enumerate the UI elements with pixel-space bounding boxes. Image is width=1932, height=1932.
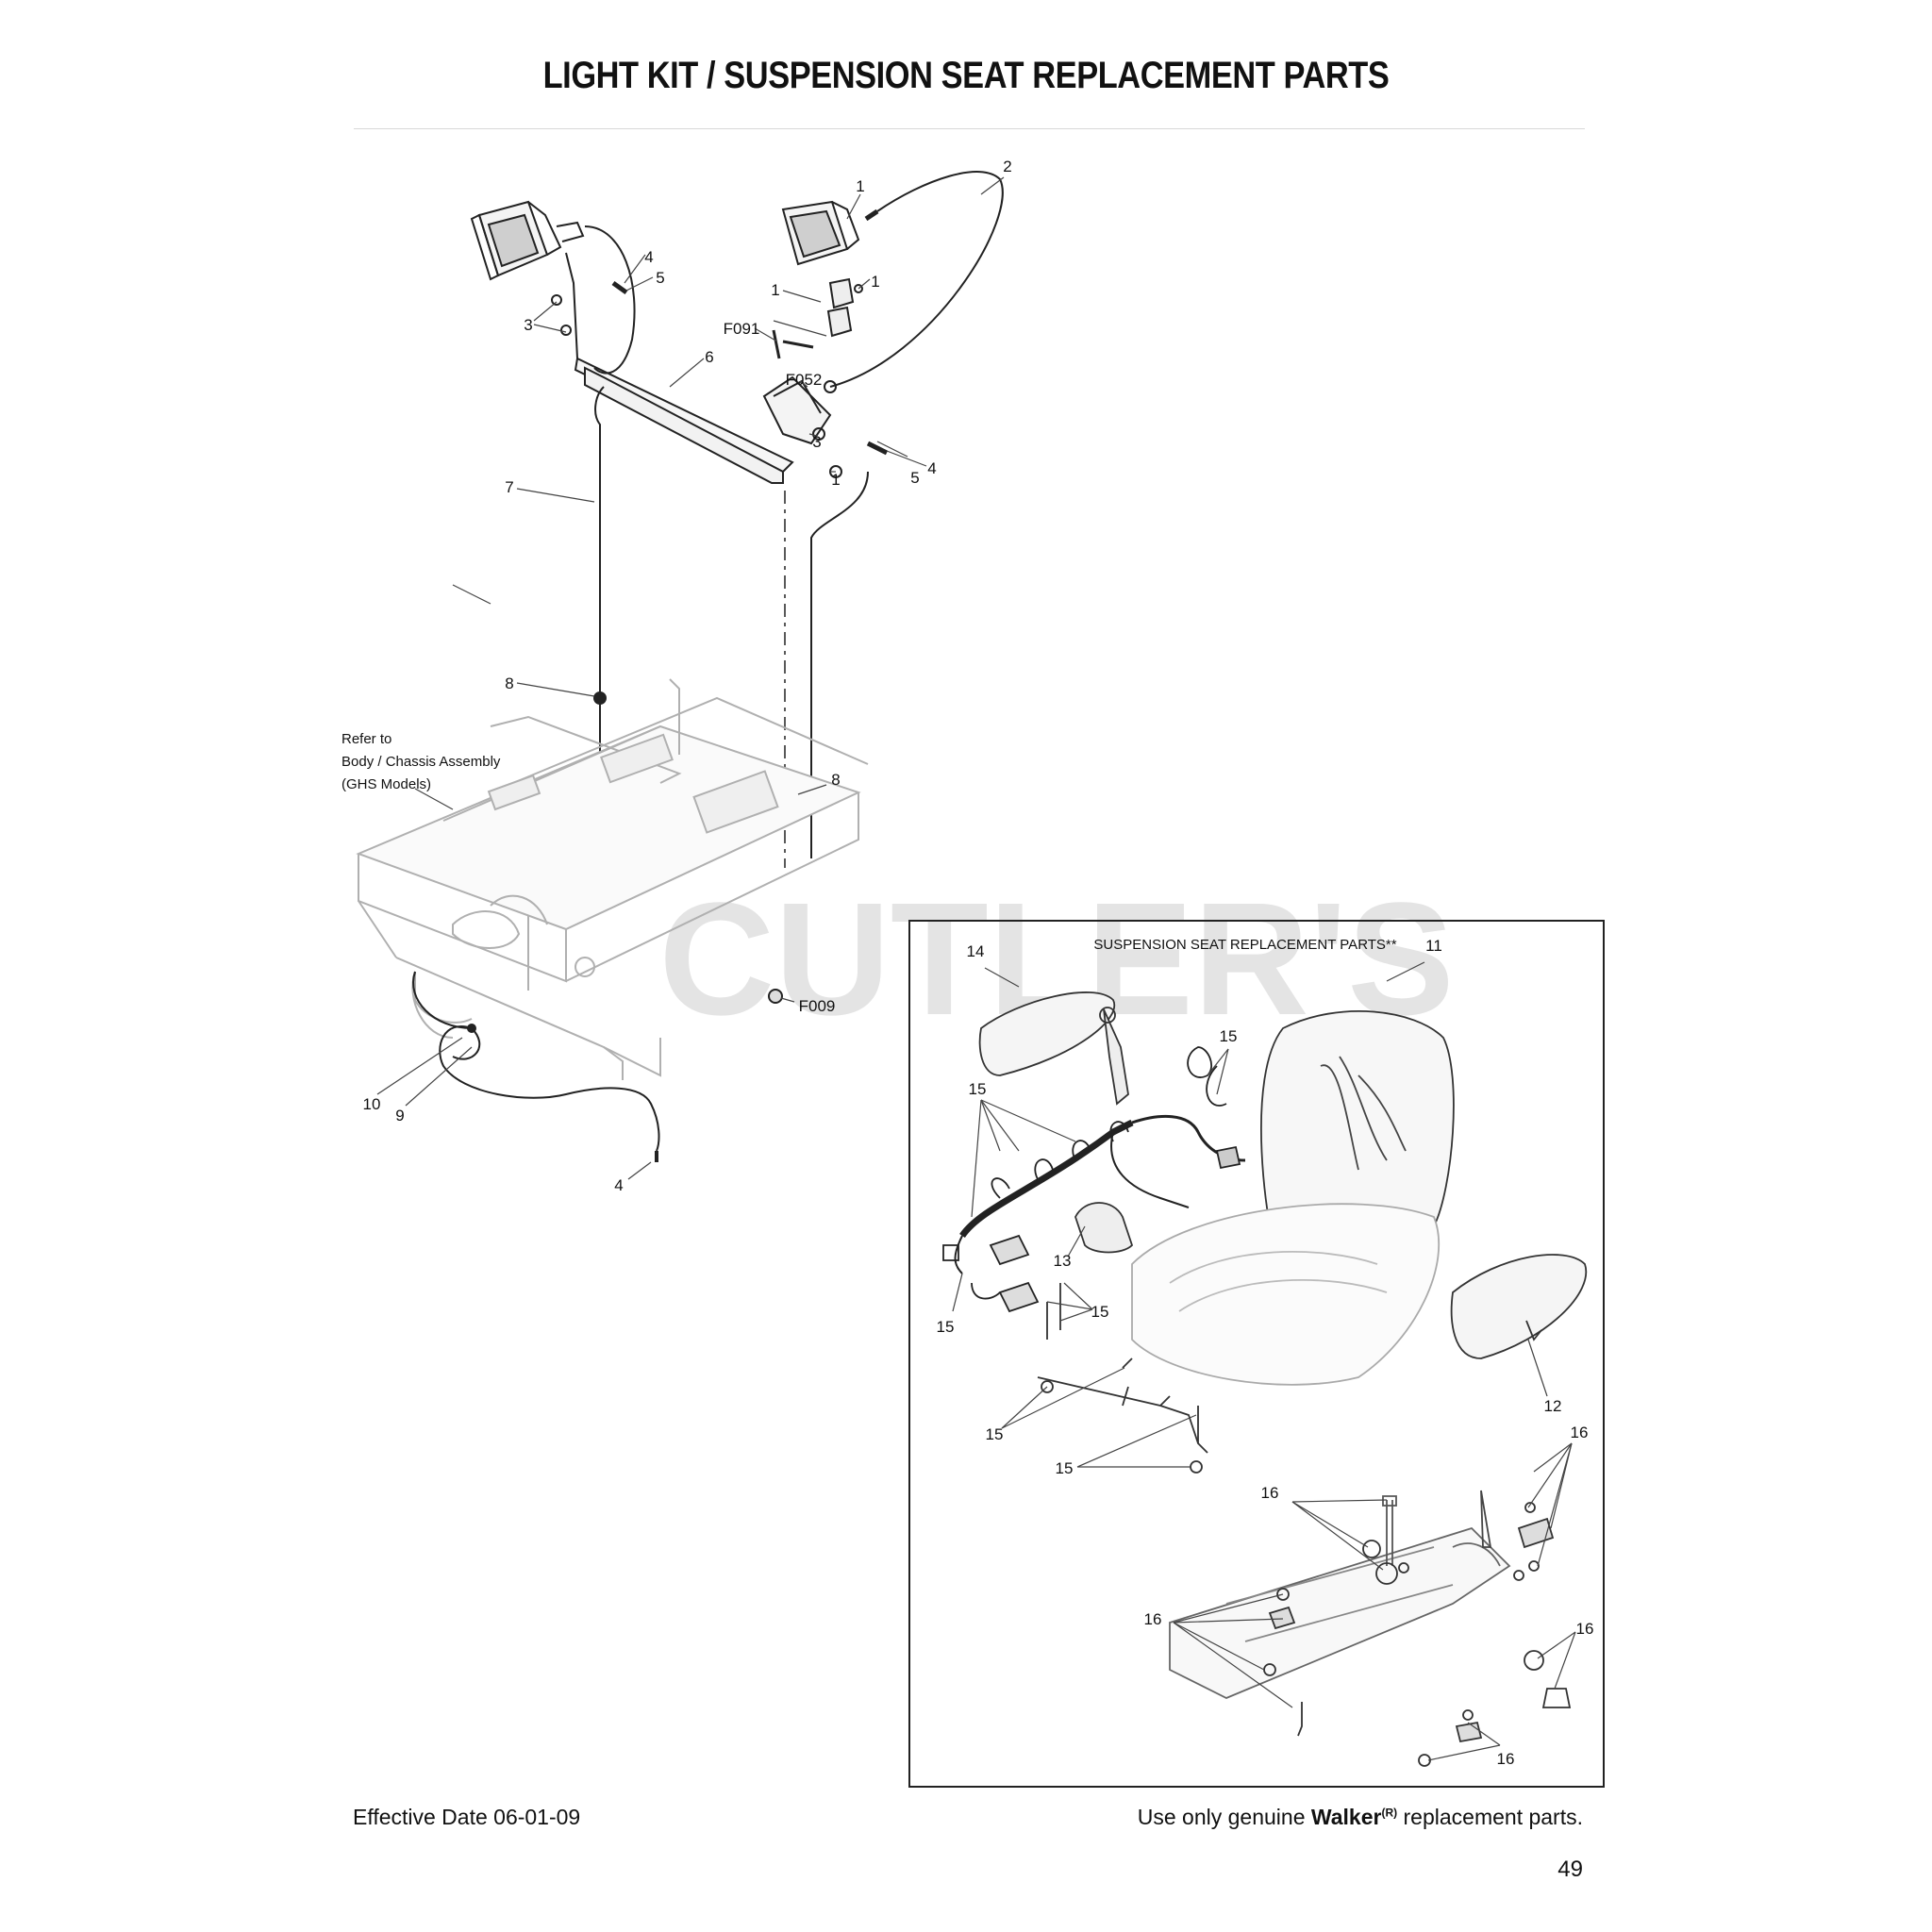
suspension-seat-inset (908, 920, 1605, 1788)
suspension-seat-drawing (942, 991, 1588, 1767)
callout-15: 15 (937, 1318, 955, 1336)
callout-leaders-seat (952, 961, 1576, 1761)
callout-9: 9 (395, 1107, 404, 1124)
title-divider (354, 128, 1585, 129)
callout-15: 15 (969, 1080, 987, 1098)
harness-cable (829, 171, 1004, 388)
callout-f091: F091 (724, 320, 760, 338)
callout-16: 16 (1144, 1610, 1162, 1628)
callout-2: 2 (1003, 158, 1011, 175)
page-title: LIGHT KIT / SUSPENSION SEAT REPLACEMENT … (542, 55, 1390, 96)
callout-1: 1 (856, 177, 864, 195)
callout-4: 4 (927, 459, 936, 477)
callout-3: 3 (524, 316, 532, 334)
callout-15: 15 (1220, 1027, 1238, 1045)
callout-leaders-light-kit (376, 176, 1005, 1180)
callout-1: 1 (871, 273, 879, 291)
callout-4: 4 (644, 248, 653, 266)
light-bar (584, 366, 784, 484)
inset-title: SUSPENSION SEAT REPLACEMENT PARTS** (1093, 937, 1396, 953)
seat-switch-harness (959, 1119, 1134, 1239)
callout-7: 7 (505, 478, 513, 496)
callout-1: 1 (771, 281, 779, 299)
left-work-light (470, 200, 585, 281)
callout-16: 16 (1571, 1424, 1589, 1441)
genuine-suffix: replacement parts. (1403, 1805, 1583, 1829)
callout-16: 16 (1261, 1484, 1279, 1502)
callout-15: 15 (1056, 1459, 1074, 1477)
suspension-base (1169, 1526, 1511, 1699)
callout-10: 10 (363, 1095, 381, 1113)
right-work-light (781, 200, 860, 266)
callout-6: 6 (705, 348, 713, 366)
callout-8: 8 (505, 675, 513, 692)
body-chassis (356, 678, 869, 1080)
callout-15: 15 (986, 1425, 1004, 1443)
light-kit-assembly (470, 171, 1004, 868)
svg-text:Body / Chassis Assembly: Body / Chassis Assembly (341, 754, 501, 770)
callout-16: 16 (1497, 1750, 1515, 1768)
seat-cushion (1131, 1203, 1441, 1386)
callout-labels-light-kit: 1 2 1 1 4 5 3 F091 F052 6 3 1 5 4 7 8 8 … (363, 158, 1012, 1194)
callout-13: 13 (1054, 1252, 1072, 1270)
callout-1: 1 (831, 471, 840, 489)
svg-text:Refer to: Refer to (341, 731, 391, 747)
callout-f009: F009 (799, 997, 836, 1015)
light-bar-left-post (565, 252, 586, 369)
callout-8: 8 (831, 771, 840, 789)
callout-12: 12 (1544, 1397, 1562, 1415)
svg-text:(GHS Models): (GHS Models) (341, 776, 431, 792)
callout-15: 15 (1091, 1303, 1109, 1321)
callout-4: 4 (614, 1176, 623, 1194)
callout-3: 3 (812, 433, 821, 451)
page-number: 49 (1557, 1857, 1583, 1882)
callout-14: 14 (967, 942, 985, 960)
genuine-parts-note: Use only genuine Walker(R) replacement p… (1138, 1805, 1583, 1830)
ground-wiring (412, 971, 783, 1162)
registered-mark: (R) (1381, 1806, 1398, 1820)
chassis-reference-note: Refer to Body / Chassis Assembly (GHS Mo… (341, 731, 501, 810)
callout-f052: F052 (786, 371, 823, 389)
vertical-cable (594, 386, 605, 755)
callout-11: 11 (1425, 937, 1442, 955)
callout-16: 16 (1576, 1620, 1594, 1638)
seat-handle (1074, 1202, 1134, 1254)
callout-5: 5 (910, 469, 919, 487)
genuine-prefix: Use only genuine (1137, 1805, 1306, 1829)
callout-5: 5 (656, 269, 664, 287)
effective-date: Effective Date 06-01-09 (353, 1805, 581, 1829)
left-armrest (978, 991, 1116, 1076)
brand-name: Walker (1310, 1805, 1382, 1829)
callout-labels-seat: 14 11 15 15 13 15 15 15 15 12 16 16 16 1… (937, 937, 1594, 1768)
right-armrest (1450, 1254, 1588, 1359)
